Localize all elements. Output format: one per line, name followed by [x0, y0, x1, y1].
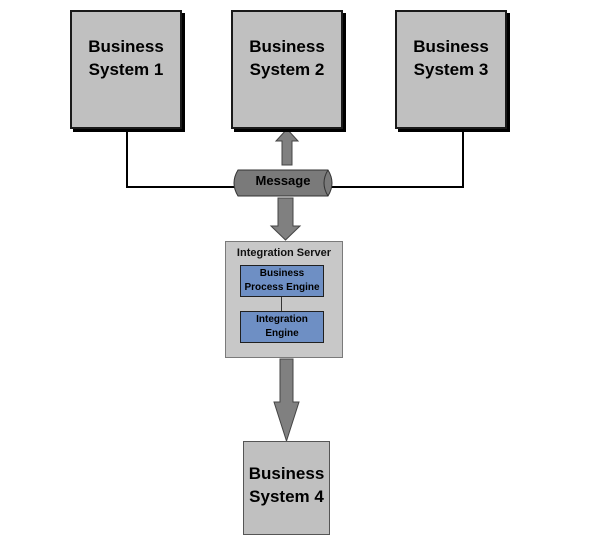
connector-bs3-message — [328, 129, 464, 188]
business-system-3-label: Business System 3 — [413, 36, 489, 79]
message-cylinder — [233, 169, 333, 197]
arrow-down-to-bs4 — [273, 358, 300, 443]
business-system-4-label: Business System 4 — [248, 464, 325, 506]
business-system-1: Business System 1 — [70, 10, 182, 129]
arrow-up-to-bs2 — [274, 128, 300, 166]
business-system-3: Business System 3 — [395, 10, 507, 129]
connector-bs1-message — [126, 129, 238, 188]
arrow-down-to-server — [269, 197, 302, 241]
business-process-engine-label: Business Process Engine — [244, 268, 320, 293]
integration-engine-label: Integration Engine — [256, 314, 308, 339]
message-label: Message — [255, 173, 311, 188]
engine-connector — [281, 297, 282, 311]
integration-engine: Integration Engine — [240, 311, 324, 343]
business-system-1-label: Business System 1 — [88, 36, 164, 79]
business-system-4: Business System 4 — [243, 441, 330, 535]
business-system-2-label: Business System 2 — [249, 36, 325, 79]
business-process-engine: Business Process Engine — [240, 265, 324, 297]
business-system-2: Business System 2 — [231, 10, 343, 129]
integration-server: Integration Server Business Process Engi… — [225, 241, 343, 358]
integration-server-title: Integration Server — [236, 247, 332, 259]
